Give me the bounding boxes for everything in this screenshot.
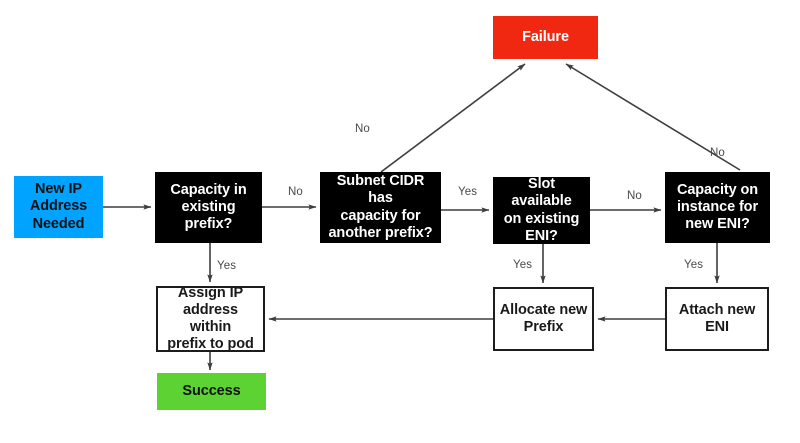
node-allocate-new-prefix[interactable]: Allocate new Prefix xyxy=(493,287,594,351)
node-subnet-cidr-has-capacity[interactable]: Subnet CIDR has capacity for another pre… xyxy=(320,172,441,243)
edge-label-capacity-prefix-yes: Yes xyxy=(217,260,237,272)
node-label: Assign IP address within prefix to pod xyxy=(167,284,254,353)
edge-label-subnet-cidr-no: No xyxy=(355,123,370,135)
node-capacity-on-instance-for-new-eni[interactable]: Capacity on instance for new ENI? xyxy=(665,172,770,243)
edge-label-subnet-cidr-yes: Yes xyxy=(458,186,478,198)
edge-subnet-cidr-no xyxy=(380,63,526,173)
node-label: Slot available on existing ENI? xyxy=(503,176,580,244)
edge-label-slot-eni-yes: Yes xyxy=(513,259,533,271)
node-label: New IP Address Needed xyxy=(29,181,88,232)
node-label: Capacity on instance for new ENI? xyxy=(676,181,759,233)
node-success[interactable]: Success xyxy=(157,373,266,410)
node-attach-new-eni[interactable]: Attach new ENI xyxy=(665,287,769,351)
edge-label-capacity-prefix-no: No xyxy=(288,186,303,198)
node-assign-ip-address-within-prefix-to-pod[interactable]: Assign IP address within prefix to pod xyxy=(156,284,265,353)
node-label: Allocate new Prefix xyxy=(499,301,588,335)
node-failure[interactable]: Failure xyxy=(493,16,598,59)
node-capacity-in-existing-prefix[interactable]: Capacity in existing prefix? xyxy=(155,172,262,243)
node-label: Subnet CIDR has capacity for another pre… xyxy=(328,173,433,241)
node-label: Success xyxy=(182,382,241,399)
node-label: Failure xyxy=(522,28,569,45)
node-label: Attach new ENI xyxy=(678,301,756,335)
edge-label-capacity-instance-yes: Yes xyxy=(684,259,704,271)
node-new-ip-address-needed[interactable]: New IP Address Needed xyxy=(14,176,103,238)
edge-label-slot-eni-no: No xyxy=(627,190,642,202)
node-slot-available-on-existing-eni[interactable]: Slot available on existing ENI? xyxy=(493,176,590,244)
edge-label-capacity-instance-no: No xyxy=(710,147,725,159)
node-label: Capacity in existing prefix? xyxy=(170,181,247,233)
